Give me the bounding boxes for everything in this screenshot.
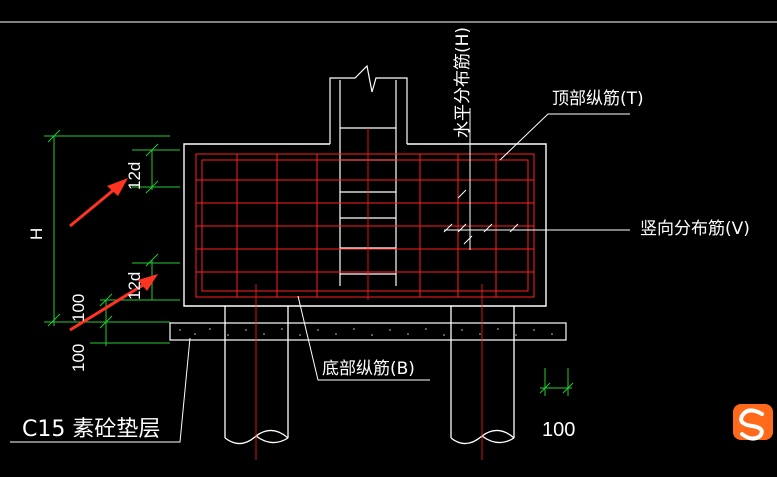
sogou-s-logo-icon	[733, 404, 773, 441]
dim-label-100-bottom: 100	[69, 344, 88, 372]
rebar-mesh	[195, 153, 535, 298]
red-arrow-upper	[69, 178, 128, 228]
dimension-lines	[44, 129, 574, 396]
dim-label-100-left: 100	[69, 294, 88, 322]
dim-label-h: H	[27, 228, 46, 240]
label-top-rebar: 顶部纵筋(T)	[552, 89, 644, 109]
wall-column	[329, 64, 408, 286]
label-horizontal-rebar: 水平分布筋(H)	[453, 27, 473, 138]
leader-lines	[10, 108, 630, 443]
dim-label-12d-bottom: 12d	[125, 272, 144, 300]
dim-label-100-right: 100	[542, 419, 575, 441]
red-arrow-lower	[69, 274, 158, 332]
cushion-layer	[169, 322, 567, 341]
dim-label-12d-top: 12d	[125, 162, 144, 190]
label-bottom-rebar: 底部纵筋(B)	[322, 359, 415, 379]
pile-cap-outline	[183, 143, 547, 307]
label-vertical-rebar: 竖向分布筋(V)	[640, 219, 750, 239]
label-cushion: C15 素砼垫层	[22, 417, 160, 442]
center-lines	[255, 128, 483, 460]
